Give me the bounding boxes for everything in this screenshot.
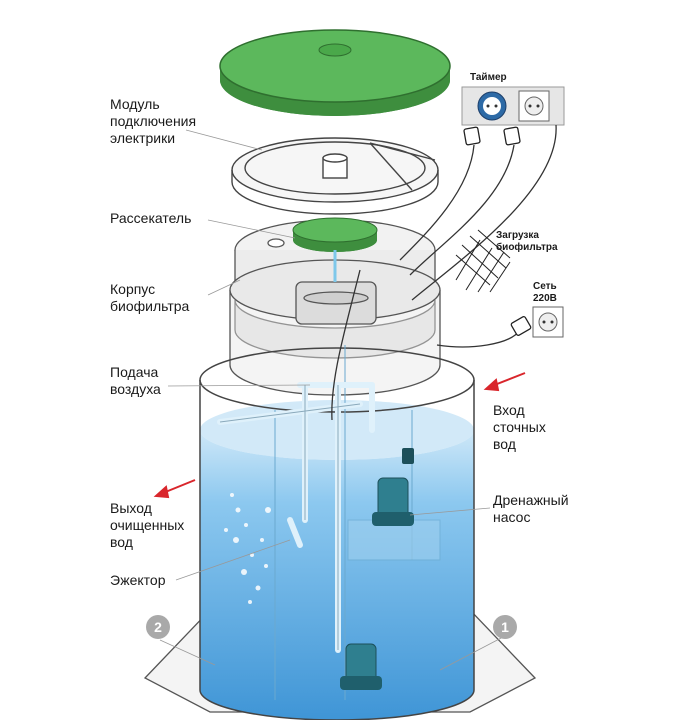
badge-1: 1: [493, 615, 517, 639]
label-biofilter-body: Корпус биофильтра: [110, 281, 190, 314]
power-socket: [532, 306, 564, 338]
air-bubbles: [224, 493, 271, 604]
label-timer: Таймер: [470, 72, 507, 83]
label-network: Сеть 220В: [533, 281, 557, 304]
electric-module: [231, 137, 439, 215]
cables: [331, 124, 557, 421]
flow-arrows: [153, 372, 526, 499]
label-drain-pump: Дренажный насос: [493, 492, 569, 525]
leader-lines: [159, 129, 506, 671]
label-electric-module: Модуль подключения электрики: [110, 96, 197, 146]
biofilter-mesh: [455, 229, 511, 293]
label-air-supply: Подача воздуха: [110, 364, 161, 397]
label-outflow: Выход очищенных вод: [110, 500, 185, 550]
badge-2: 2: [146, 615, 170, 639]
top-lid: [219, 29, 451, 116]
divider: [292, 217, 378, 282]
plugs: [463, 126, 532, 336]
drain-pump: [372, 448, 414, 526]
label-inflow: Вход сточных вод: [493, 402, 546, 452]
timer-panel: [461, 86, 565, 126]
label-ejector: Эжектор: [110, 572, 166, 588]
bottom-pump: [340, 643, 382, 690]
label-biofilter-loading: Загрузка биофильтра: [496, 230, 558, 253]
label-divider: Рассекатель: [110, 210, 192, 226]
